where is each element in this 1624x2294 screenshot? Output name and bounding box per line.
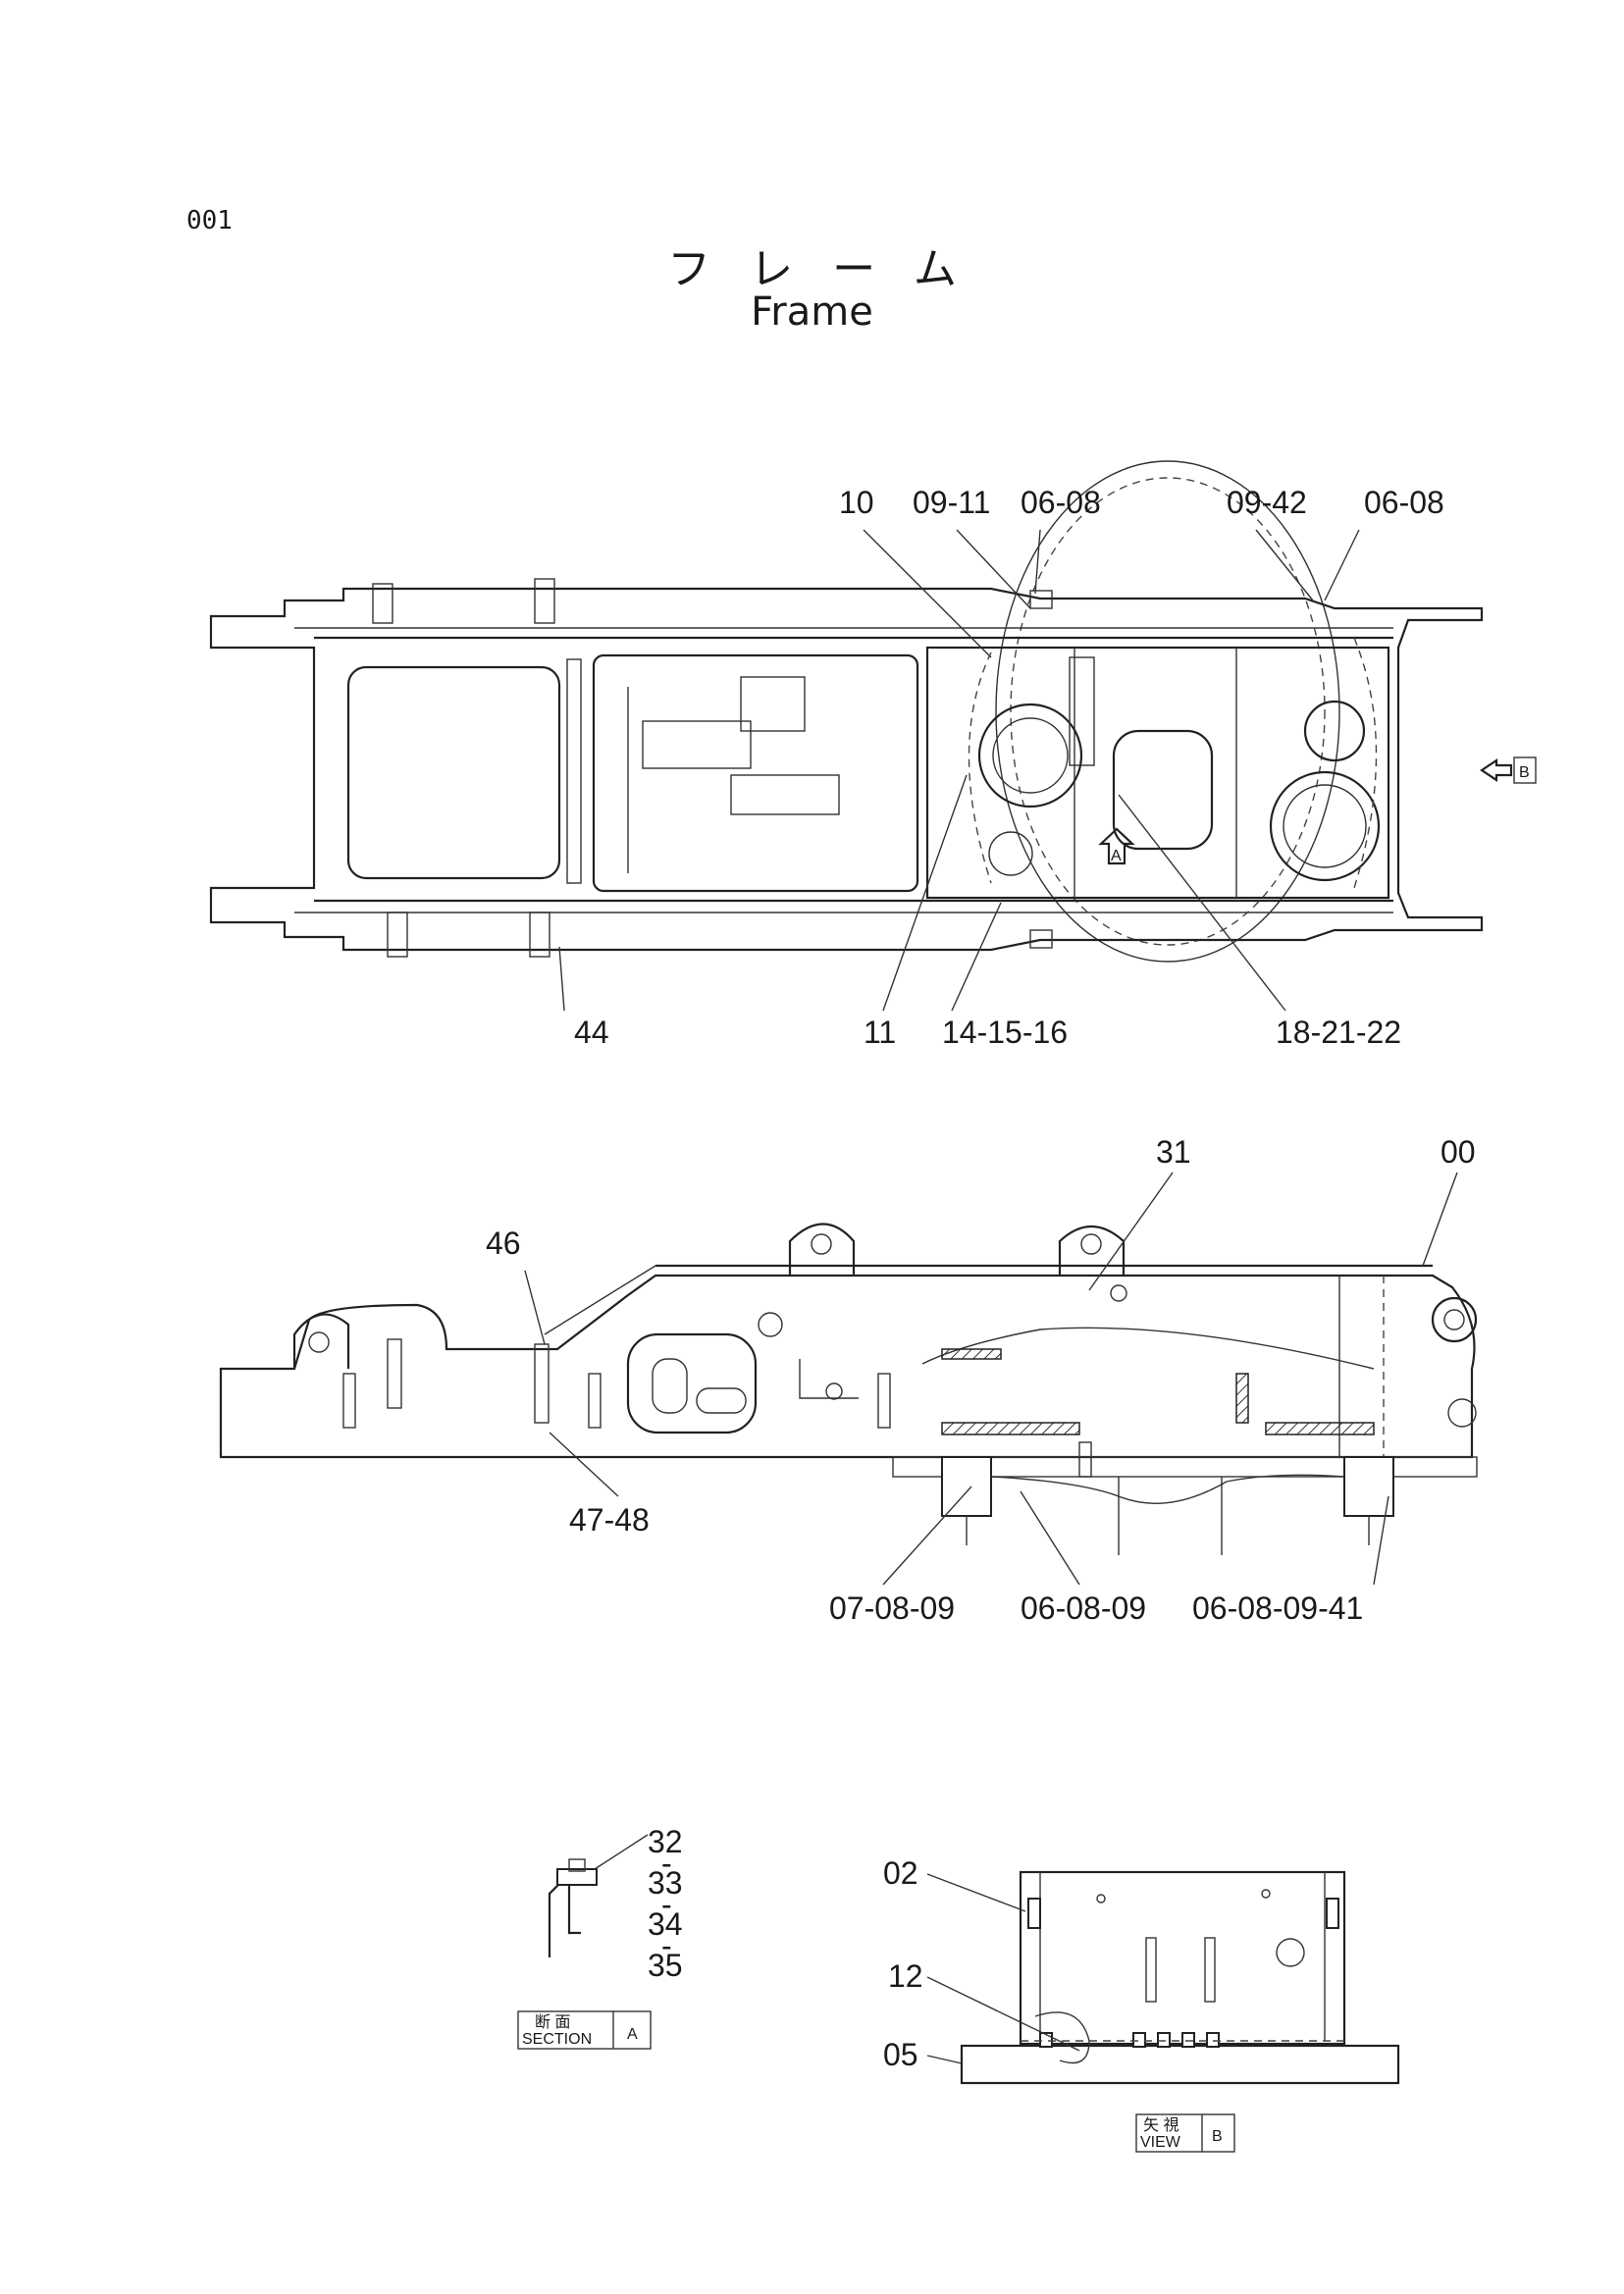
- callout-34: 34: [648, 1906, 683, 1942]
- callout-33: 33: [648, 1865, 683, 1901]
- view-b-leaders: [926, 1873, 1080, 2064]
- callout-14-15-16: 14-15-16: [942, 1015, 1068, 1050]
- section-a-tag-en: SECTION: [522, 2031, 592, 2048]
- callout-06-08-a: 06-08: [1021, 485, 1101, 520]
- callout-32: 32: [648, 1824, 683, 1859]
- callout-dash-1: -: [661, 1846, 672, 1881]
- page-number: 001: [186, 206, 233, 235]
- title-english: Frame: [751, 289, 873, 335]
- view-b-tag-en: VIEW: [1140, 2134, 1181, 2151]
- callout-09-42: 09-42: [1227, 485, 1307, 520]
- callout-05: 05: [883, 2037, 918, 2072]
- callout-02: 02: [883, 1855, 918, 1891]
- callout-dash-3: -: [661, 1928, 672, 1963]
- callout-18-21-22: 18-21-22: [1276, 1015, 1401, 1050]
- callout-06-08-b: 06-08: [1364, 485, 1444, 520]
- callout-35: 35: [648, 1948, 683, 1983]
- side-view-callouts: 31 00 46 47-48 07-08-09 06-08-09 06-08-0…: [486, 1134, 1476, 1626]
- callout-06-08-09-41: 06-08-09-41: [1192, 1590, 1363, 1626]
- title-japanese: フレーム: [667, 244, 996, 294]
- side-view-leaders: [524, 1172, 1458, 1586]
- side-view-drawing: [219, 1223, 1478, 1555]
- callout-47-48: 47-48: [569, 1502, 650, 1538]
- callout-06-08-09: 06-08-09: [1021, 1590, 1146, 1626]
- view-b-tag-letter: B: [1212, 2128, 1223, 2145]
- view-a-marker-label: A: [1111, 848, 1122, 864]
- view-b-callouts: 02 12 05 矢 視 VIEW B: [883, 1855, 1235, 2153]
- top-view-callouts: 10 09-11 06-08 09-42 06-08 44 11 14-15-1…: [574, 485, 1444, 1050]
- callout-31: 31: [1156, 1134, 1191, 1170]
- callout-11: 11: [864, 1015, 896, 1050]
- section-a-tag-letter: A: [627, 2026, 638, 2043]
- callout-07-08-09: 07-08-09: [829, 1590, 955, 1626]
- callout-dash-2: -: [661, 1887, 672, 1922]
- callout-10: 10: [839, 485, 874, 520]
- callout-44: 44: [574, 1015, 609, 1050]
- top-view-leaders: [558, 529, 1360, 1012]
- callout-00: 00: [1441, 1134, 1476, 1170]
- view-b-marker-label: B: [1519, 764, 1530, 781]
- callout-46: 46: [486, 1225, 521, 1261]
- view-b-tag-jp: 矢 視: [1143, 2116, 1179, 2134]
- callout-12: 12: [888, 1958, 923, 1994]
- top-view-drawing: B A: [209, 460, 1537, 963]
- section-a-drawing: 32 - 33 - 34 - 35 断 面 SECTION A: [517, 1824, 683, 2050]
- callout-09-11: 09-11: [913, 485, 990, 520]
- view-b-drawing: [960, 1870, 1400, 2085]
- section-a-tag-jp: 断 面: [535, 2013, 570, 2031]
